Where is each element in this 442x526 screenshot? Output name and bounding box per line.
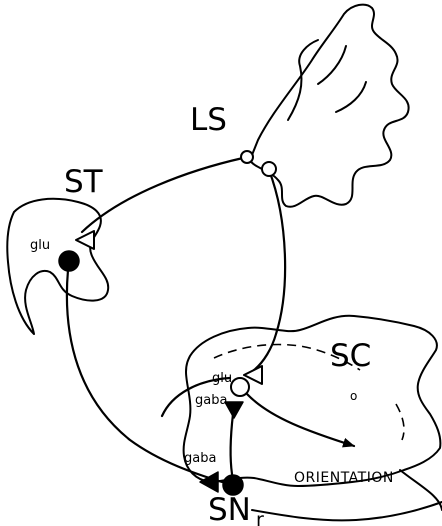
snr-label: SN — [208, 492, 251, 526]
ls-to-sc-pathway — [252, 168, 287, 372]
snr-neuron — [222, 474, 244, 496]
sc-glu-label: glu — [212, 371, 232, 386]
snr-gaba-terminal — [199, 471, 219, 493]
sc-inner-dashed-line — [395, 403, 405, 441]
sc-to-snr-pathway — [229, 412, 235, 476]
ls-label: LS — [190, 102, 227, 138]
st-to-snr-pathway — [65, 268, 224, 484]
st-label: ST — [64, 164, 104, 200]
sc-glu-terminal — [243, 365, 263, 385]
pathways — [65, 156, 356, 484]
striatum-outline — [6, 197, 110, 335]
sc-gaba-terminal — [224, 401, 244, 419]
sc-neuron — [230, 377, 250, 397]
sc-loop-pathway — [160, 376, 232, 418]
st-glu-terminal — [75, 230, 95, 250]
sc-gaba-label: gaba — [195, 393, 227, 408]
ls-neuron-2 — [261, 161, 277, 177]
sc-label: SC — [330, 338, 371, 374]
ls-to-st-pathway — [80, 156, 245, 234]
sc-orientation-output — [245, 392, 356, 448]
ls-neuron-1 — [240, 150, 254, 164]
limbic-striatum-outline — [249, 3, 410, 208]
superior-colliculus-outline — [182, 314, 442, 522]
snr-gaba-label: gaba — [184, 451, 216, 466]
snr-subscript: r — [256, 509, 264, 526]
sc-small-mark: o — [350, 389, 357, 403]
st-neuron — [58, 250, 80, 272]
st-glu-label: glu — [30, 238, 50, 253]
orientation-label: ORIENTATION — [294, 470, 394, 486]
